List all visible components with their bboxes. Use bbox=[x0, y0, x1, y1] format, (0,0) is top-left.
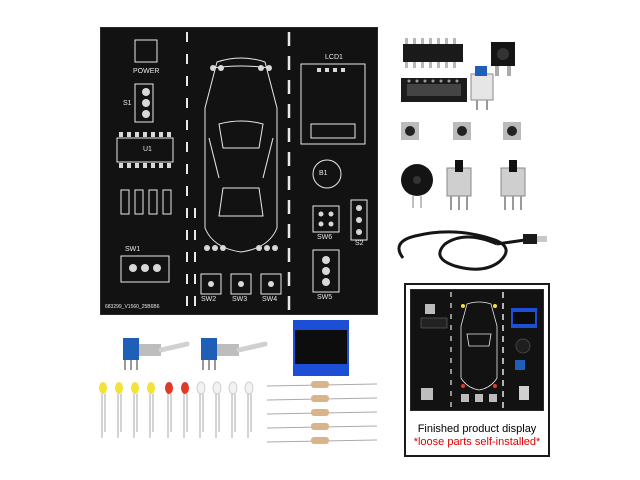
label-lcd1: LCD1 bbox=[325, 54, 343, 61]
led-icon bbox=[99, 381, 254, 438]
push-switch-icon bbox=[470, 66, 494, 110]
label-sw3: SW3 bbox=[232, 296, 248, 303]
loose-components-graphic bbox=[397, 38, 547, 271]
bottom-components-graphic bbox=[99, 320, 378, 444]
finished-product-board bbox=[410, 289, 544, 411]
oled-module-icon bbox=[293, 320, 349, 376]
ic-socket-icon bbox=[401, 78, 467, 102]
label-sw1: SW1 bbox=[125, 246, 141, 253]
tactile-button-icon bbox=[401, 122, 521, 140]
label-b1: B1 bbox=[319, 170, 328, 177]
buzzer-icon bbox=[401, 164, 433, 208]
pcb-silkscreen-graphic bbox=[116, 32, 368, 310]
label-s2: S2 bbox=[355, 240, 364, 247]
label-board-code: 683299_V1560_25B6B6 bbox=[105, 304, 160, 310]
inset-note: *loose parts self-installed* bbox=[413, 436, 541, 448]
slide-switch-icon bbox=[446, 160, 526, 210]
inset-caption: Finished product display bbox=[417, 423, 537, 435]
toggle-switch-icon bbox=[123, 338, 268, 370]
label-u1: U1 bbox=[143, 146, 152, 153]
label-sw5: SW5 bbox=[317, 294, 333, 301]
label-power: POWER bbox=[133, 68, 160, 75]
usb-cable-icon bbox=[397, 230, 526, 271]
finished-board-graphic bbox=[420, 292, 537, 408]
pcb-board: POWER S1 U1 LCD1 B1 SW6 S2 SW1 SW2 SW3 S… bbox=[100, 27, 378, 315]
label-sw2: SW2 bbox=[201, 296, 217, 303]
dip-chip-icon bbox=[403, 38, 463, 68]
label-sw6: SW6 bbox=[317, 234, 333, 241]
dc-jack-icon bbox=[491, 42, 515, 76]
label-sw4: SW4 bbox=[262, 296, 278, 303]
finished-product-inset: Finished product display *loose parts se… bbox=[404, 283, 550, 457]
label-s1: S1 bbox=[123, 100, 132, 107]
